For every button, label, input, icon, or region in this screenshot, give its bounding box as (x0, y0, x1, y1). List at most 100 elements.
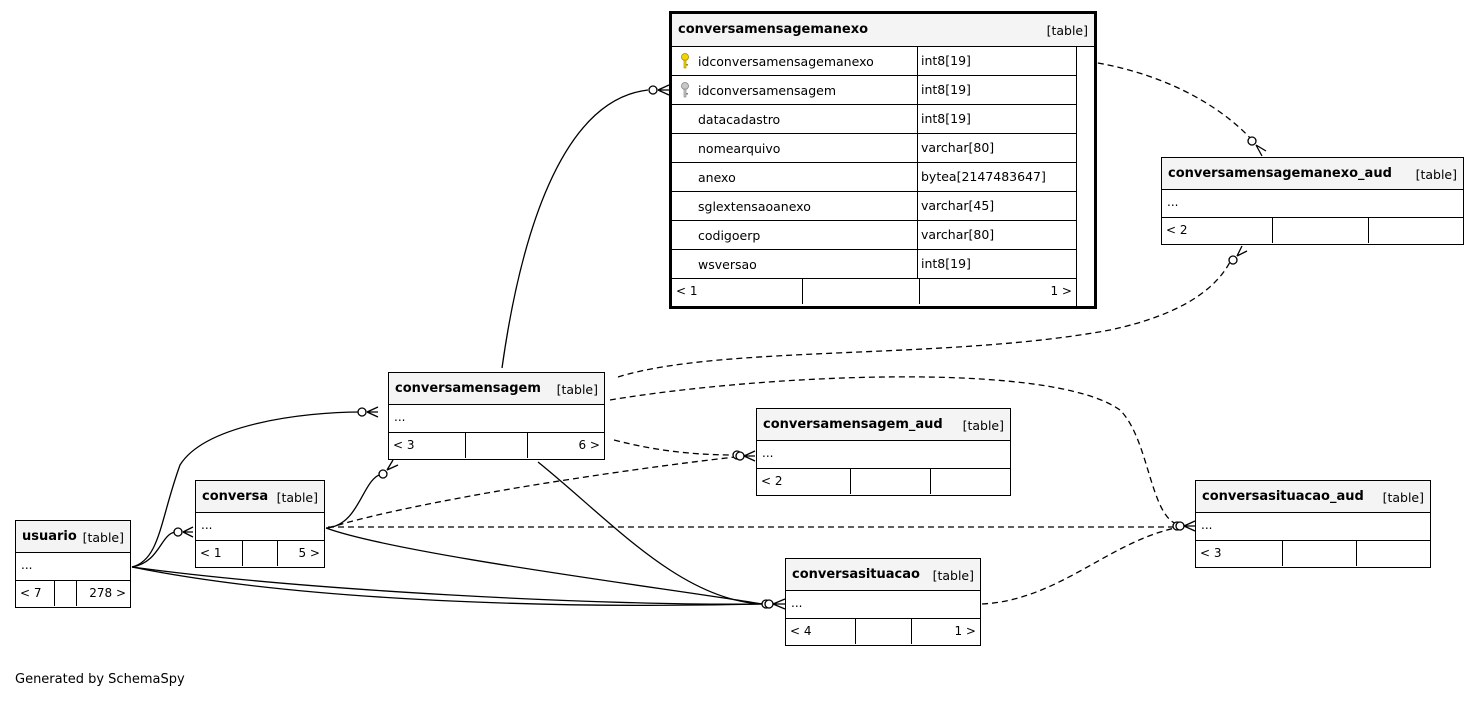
table-body: ... (196, 513, 324, 541)
footer-parents-link[interactable]: < 2 (757, 469, 851, 494)
footer-children-link[interactable] (1369, 218, 1463, 243)
edge-conversamensagem-to-conversasituacao-aud (609, 376, 1181, 526)
table-kind: [table] (556, 382, 598, 397)
table-name: conversa (202, 489, 269, 504)
footer-parents-link[interactable]: < 1 (672, 279, 803, 304)
column-row[interactable]: codigoerp varchar[80] (672, 221, 1076, 250)
column-name: nomearquivo (698, 141, 781, 156)
table-conversamensagemanexo-aud[interactable]: conversamensagemanexo_aud [table] ... < … (1161, 157, 1464, 245)
foreign-key-icon (681, 82, 689, 98)
column-row[interactable]: idconversamensagemanexo int8[19] (672, 47, 1076, 76)
edge-conversa-to-conversamensagem-aud (327, 456, 736, 529)
marker-circle (648, 85, 658, 95)
table-conversasituacao[interactable]: conversasituacao [table] ... < 4 1 > (785, 558, 981, 646)
table-name: conversamensagemanexo_aud (1168, 166, 1392, 181)
column-type: int8[19] (921, 256, 971, 271)
column-type: int8[19] (921, 111, 971, 126)
table-footer: < 3 6 > (389, 433, 604, 458)
column-list: idconversamensagemanexo int8[19] idconve… (672, 47, 1076, 304)
edge-conversamensagem-to-conversamensagemanexo-aud (617, 261, 1231, 378)
edge-conversamensagem-to-conversasituacao (537, 461, 763, 605)
collapsed-columns: ... (1167, 195, 1179, 209)
column-name: wsversao (698, 257, 757, 272)
column-type: varchar[45] (921, 198, 995, 213)
table-footer: < 2 (1162, 218, 1463, 243)
footer-children-link[interactable] (1357, 541, 1430, 566)
marker-crowfoot (772, 598, 786, 610)
footer-children-link[interactable]: 1 > (954, 624, 976, 638)
table-conversamensagem-aud[interactable]: conversamensagem_aud [table] ... < 2 (756, 408, 1011, 496)
marker-crowfoot (1183, 520, 1196, 532)
column-row[interactable]: sglextensaoanexo varchar[45] (672, 192, 1076, 221)
column-row[interactable]: nomearquivo varchar[80] (672, 134, 1076, 163)
table-kind: [table] (276, 490, 318, 505)
column-type: bytea[2147483647] (921, 169, 1046, 184)
footer-children-link[interactable]: 278 > (89, 586, 126, 600)
column-name: datacadastro (698, 112, 781, 127)
edge-conversa-to-conversasituacao (325, 527, 763, 605)
marker-circle (173, 527, 183, 537)
generated-by-note: Generated by SchemaSpy (15, 672, 185, 687)
footer-children-link[interactable]: 5 > (298, 546, 320, 560)
table-footer: < 1 1 > (672, 279, 1076, 304)
table-name: conversasituacao_aud (1202, 489, 1364, 504)
marker-crowfoot (743, 450, 756, 462)
column-row[interactable]: idconversamensagem int8[19] (672, 76, 1076, 105)
table-header: conversa [table] (196, 481, 324, 513)
column-type: varchar[80] (921, 227, 995, 242)
edge-conversamensagemanexo-to-aud (1077, 59, 1253, 141)
collapsed-columns: ... (1201, 518, 1213, 532)
table-kind: [table] (1382, 490, 1424, 505)
table-conversasituacao-aud[interactable]: conversasituacao_aud [table] ... < 3 (1195, 480, 1431, 568)
table-name: conversamensagemanexo (678, 22, 869, 37)
marker-circle (378, 469, 388, 479)
table-footer: < 1 5 > (196, 541, 324, 566)
marker-crowfoot (386, 459, 399, 471)
edge-usuario-to-conversa (131, 531, 176, 568)
column-row[interactable]: wsversao int8[19] (672, 250, 1076, 279)
footer-parents-link[interactable]: < 3 (389, 433, 466, 458)
table-header: conversamensagemanexo [table] (672, 14, 1094, 47)
column-row[interactable]: datacadastro int8[19] (672, 105, 1076, 134)
table-body: ... (757, 441, 1010, 469)
table-conversa[interactable]: conversa [table] ... < 1 5 > (195, 480, 325, 568)
edge-usuario-to-conversasituacao-b (131, 566, 763, 606)
table-scrollbar[interactable] (1076, 47, 1094, 306)
table-kind: [table] (1415, 167, 1457, 182)
column-name: sglextensaoanexo (698, 199, 811, 214)
footer-children-link[interactable]: 6 > (578, 438, 600, 452)
footer-middle (1283, 541, 1357, 566)
collapsed-columns: ... (791, 596, 803, 610)
table-conversamensagemanexo[interactable]: conversamensagemanexo [table] idconversa… (669, 11, 1097, 309)
table-header: conversamensagem_aud [table] (757, 409, 1010, 441)
column-divider (917, 105, 918, 133)
edge-usuario-to-conversasituacao-a (131, 566, 763, 605)
table-header: conversamensagemanexo_aud [table] (1162, 158, 1463, 190)
column-divider (917, 76, 918, 104)
footer-children-link[interactable] (931, 469, 1010, 494)
table-usuario[interactable]: usuario [table] ... < 7 278 > (15, 520, 131, 608)
footer-parents-link[interactable]: < 7 (16, 581, 55, 606)
column-name: anexo (698, 170, 736, 185)
table-footer: < 3 (1196, 541, 1430, 566)
footer-parents-link[interactable]: < 1 (196, 541, 243, 566)
footer-children-link[interactable]: 1 > (1050, 284, 1072, 298)
table-conversamensagem[interactable]: conversamensagem [table] ... < 3 6 > (388, 372, 605, 460)
column-row[interactable]: anexo bytea[2147483647] (672, 163, 1076, 192)
footer-parents-link[interactable]: < 4 (786, 619, 856, 644)
table-body: ... (16, 553, 130, 581)
collapsed-columns: ... (394, 410, 406, 424)
table-footer: < 2 (757, 469, 1010, 494)
table-body: ... (1162, 190, 1463, 218)
footer-parents-link[interactable]: < 3 (1196, 541, 1283, 566)
table-header: conversasituacao [table] (786, 559, 980, 591)
table-name: usuario (22, 529, 77, 544)
marker-circle (1247, 136, 1257, 146)
footer-middle (1273, 218, 1369, 243)
collapsed-columns: ... (21, 558, 33, 572)
marker-circle (1228, 255, 1238, 265)
footer-parents-link[interactable]: < 2 (1162, 218, 1273, 243)
table-kind: [table] (932, 568, 974, 583)
edge-usuario-to-conversamensagem (131, 411, 363, 568)
